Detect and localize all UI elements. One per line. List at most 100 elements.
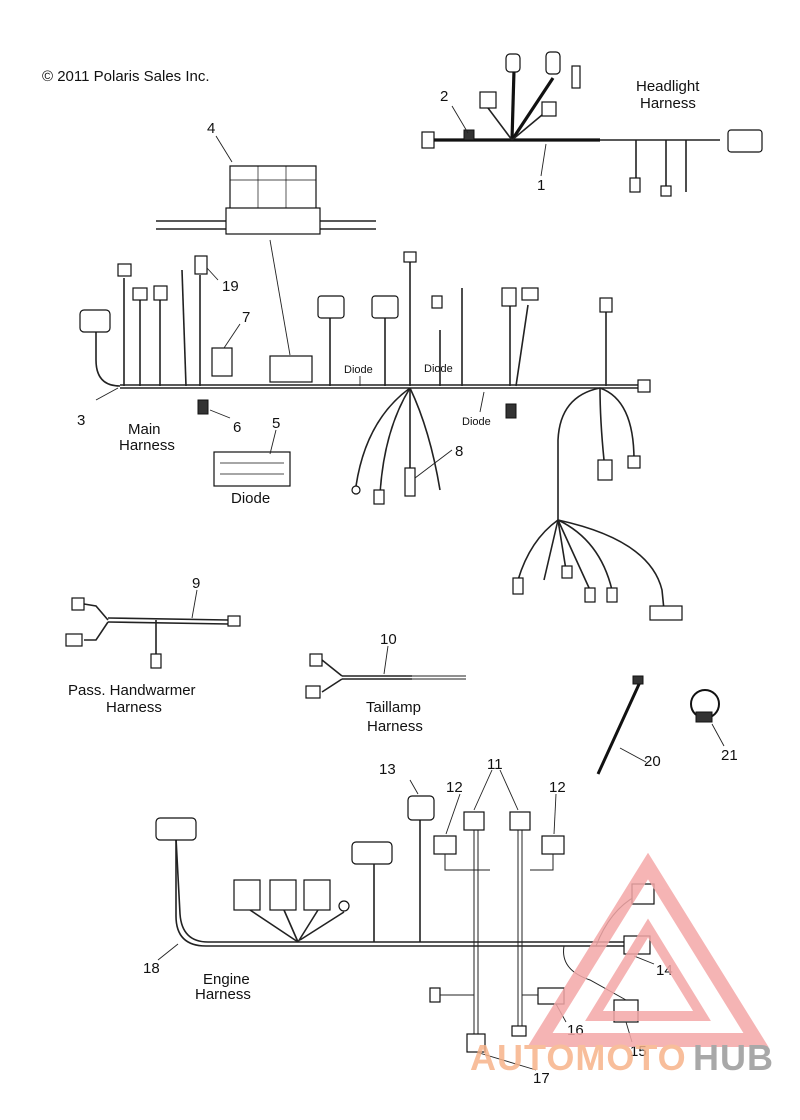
main-connector-19 (194, 255, 208, 275)
cable-tie-and-clamp: 20 21 (596, 675, 738, 775)
main-connector-b (132, 287, 148, 301)
copyright-text: © 2011 Polaris Sales Inc. (42, 68, 210, 85)
headlight-bulb-connector-2 (545, 51, 561, 75)
callout-12-left: 12 (446, 779, 463, 796)
main-sensor-5 (649, 605, 683, 621)
callout-8: 8 (455, 443, 463, 460)
main-sensor-2 (561, 565, 573, 579)
callout-3: 3 (77, 412, 85, 429)
main-connector-j (599, 297, 613, 313)
main-connector-e (371, 295, 399, 319)
headlight-label-line2: Harness (640, 95, 696, 112)
callout-11: 11 (487, 756, 503, 773)
callout-13: 13 (379, 761, 396, 778)
cable-tie-head (632, 675, 644, 685)
diode-tag-b: Diode (424, 363, 453, 375)
callout-4: 4 (207, 120, 215, 137)
main-connector-f (403, 251, 417, 263)
headlight-terminal (571, 65, 581, 89)
main-sensor-1 (512, 577, 524, 595)
main-connector-a (117, 263, 132, 277)
main-connector-i (521, 287, 539, 301)
callout-9: 9 (192, 575, 200, 592)
diode-tag-a: Diode (344, 364, 373, 376)
diode-tag-c: Diode (462, 416, 491, 428)
main-label-line2: Harness (119, 437, 175, 454)
main-clip-6 (197, 399, 209, 415)
taillamp-connector-1 (309, 653, 323, 667)
headlight-pigtail-2 (660, 185, 672, 197)
engine-ecu-connector-2 (351, 841, 393, 865)
engine-connector-11-right (509, 811, 531, 831)
headlight-relay (479, 91, 497, 109)
callout-15: 15 (630, 1043, 647, 1060)
callout-7: 7 (242, 309, 250, 326)
engine-label-line1: Engine (203, 971, 250, 988)
callout-19: 19 (222, 278, 239, 295)
engine-connector-16-end (511, 1025, 527, 1037)
callout-1: 1 (537, 177, 545, 194)
engine-coil-1 (233, 879, 261, 911)
callout-5: 5 (272, 415, 280, 432)
main-lower-connector-2 (404, 467, 416, 497)
main-diode-plug (505, 403, 517, 419)
callout-17: 17 (533, 1070, 550, 1087)
handwarmer-harness: 9 Pass. Handwarmer Harness (65, 575, 241, 716)
callout-12-right: 12 (549, 779, 566, 796)
callout-21: 21 (721, 747, 738, 764)
headlight-main-connector (727, 129, 763, 153)
main-fuse-block (269, 355, 313, 383)
handwarmer-connector-1 (71, 597, 85, 611)
engine-connector-11-left (463, 811, 485, 831)
taillamp-label-line2: Harness (367, 718, 423, 735)
engine-coil-3 (303, 879, 331, 911)
headlight-end-connector (421, 131, 435, 149)
headlight-label-line1: Headlight (636, 78, 700, 95)
main-connector-d (317, 295, 345, 319)
main-connector-k (597, 459, 613, 481)
headlight-plug (541, 101, 557, 117)
fuse-box-assembly: 4 (156, 120, 376, 356)
main-end-connector (637, 379, 651, 393)
callout-18: 18 (143, 960, 160, 977)
fuse-box-body (225, 207, 321, 235)
main-lower-connector-1 (373, 489, 385, 505)
engine-ecu-connector-1 (155, 817, 197, 841)
main-sensor-3 (584, 587, 596, 603)
engine-connector-12-right (541, 835, 565, 855)
diode-body (213, 451, 291, 487)
diode-caption: Diode (231, 490, 270, 507)
main-sensor-4 (606, 587, 618, 603)
taillamp-label-line1: Taillamp (366, 699, 421, 716)
callout-10: 10 (380, 631, 397, 648)
headlight-bulb-connector-1 (505, 53, 521, 73)
callout-20: 20 (644, 753, 661, 770)
main-connector-l (627, 455, 641, 469)
callout-2: 2 (440, 88, 448, 105)
main-connector-c (153, 285, 168, 301)
watermark-text-part2: HUB (693, 1037, 774, 1078)
main-relay-7 (211, 347, 233, 377)
handwarmer-label-line1: Pass. Handwarmer (68, 682, 196, 699)
watermark-logo-triangle (527, 852, 769, 1047)
main-label-line1: Main (128, 421, 161, 438)
headlight-harness: 2 1 Headlight Harness (421, 51, 763, 197)
main-connector-g (431, 295, 443, 309)
taillamp-connector-2 (305, 685, 321, 699)
main-harness: Diode Diode Diode 3 6 7 19 8 Main Harnes… (77, 251, 683, 621)
engine-small-connector (429, 987, 441, 1003)
watermark-logo-inner-triangle (585, 918, 711, 1021)
callout-6: 6 (233, 419, 241, 436)
watermark-text-part1: AUTOMOTO (470, 1037, 687, 1078)
watermark: AUTOMOTO HUB (470, 852, 774, 1078)
handwarmer-label-line2: Harness (106, 699, 162, 716)
headlight-pigtail-1 (629, 177, 641, 193)
headlight-clip (463, 129, 475, 141)
cable-tie (596, 681, 642, 775)
main-lower-terminal (351, 485, 361, 495)
engine-connector-13 (407, 795, 435, 821)
engine-connector-12-left (433, 835, 457, 855)
taillamp-harness: 10 Taillamp Harness (305, 631, 466, 735)
main-connector-h (501, 287, 517, 307)
